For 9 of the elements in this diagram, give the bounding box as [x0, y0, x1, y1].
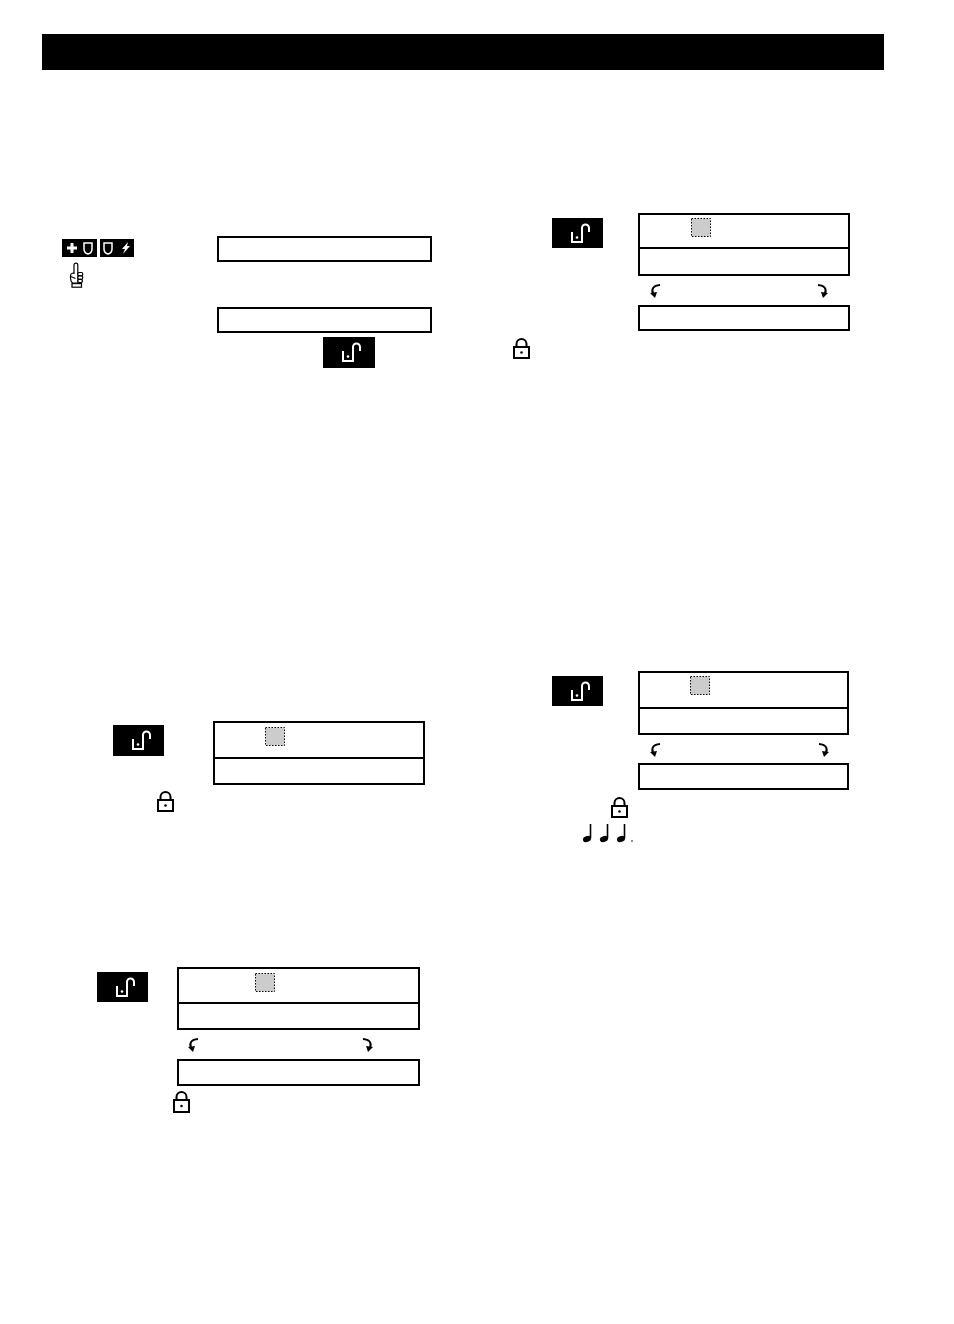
- lcd-display: [213, 721, 425, 785]
- lcd-display: [638, 671, 849, 735]
- lcd-display: [217, 236, 432, 262]
- lcd-display: [177, 967, 420, 1030]
- lcd-display: [638, 763, 849, 790]
- lcd-display: [638, 305, 850, 331]
- lcd-display: [638, 213, 850, 276]
- lcd-display: [177, 1059, 420, 1086]
- lcd-display: [217, 307, 432, 333]
